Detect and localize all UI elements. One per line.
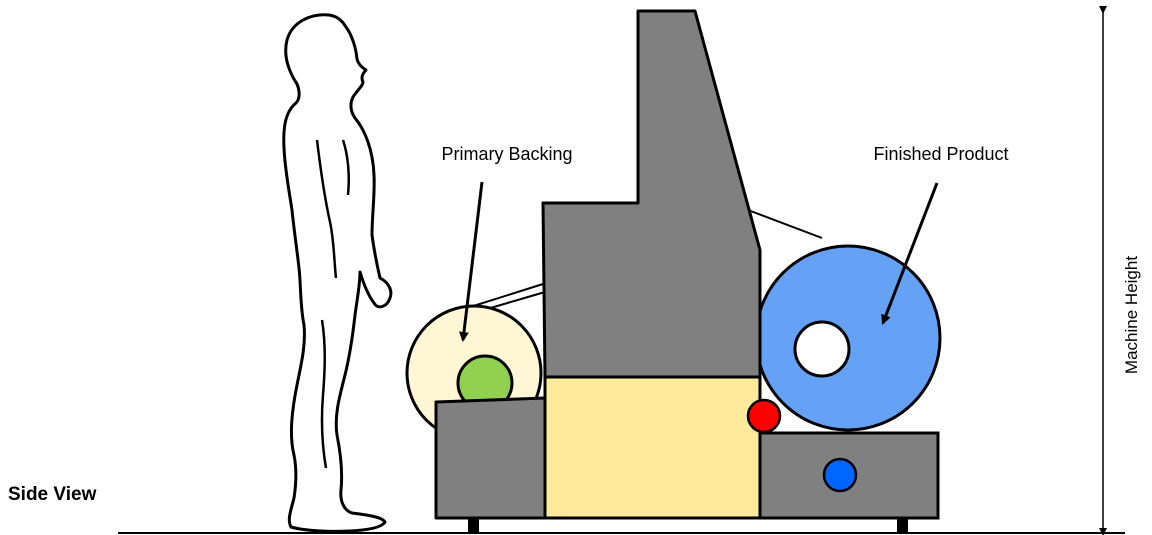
human-torso-line (341, 139, 351, 196)
blue-roller (822, 457, 858, 493)
side-view-label: Side View (8, 484, 97, 505)
machine-leg-right (897, 517, 908, 533)
primary-backing-label: Primary Backing (441, 144, 572, 164)
human-silhouette-icon (282, 13, 393, 533)
belt-right (747, 209, 823, 239)
finished-product-arrow (881, 182, 939, 325)
red-roller (746, 398, 782, 434)
left-lower-housing (434, 396, 547, 520)
belt-left (466, 283, 544, 309)
finished-product-core (793, 320, 851, 378)
yellow-center-panel (543, 375, 762, 520)
machine-height-label: Machine Height (1122, 256, 1141, 374)
finished-product-label: Finished Product (873, 144, 1008, 164)
machine-leg-left (468, 517, 479, 533)
primary-backing-arrow (458, 181, 484, 342)
human-leg-line (320, 319, 328, 469)
human-arm-line (315, 139, 338, 279)
main-machine-body (541, 9, 762, 379)
